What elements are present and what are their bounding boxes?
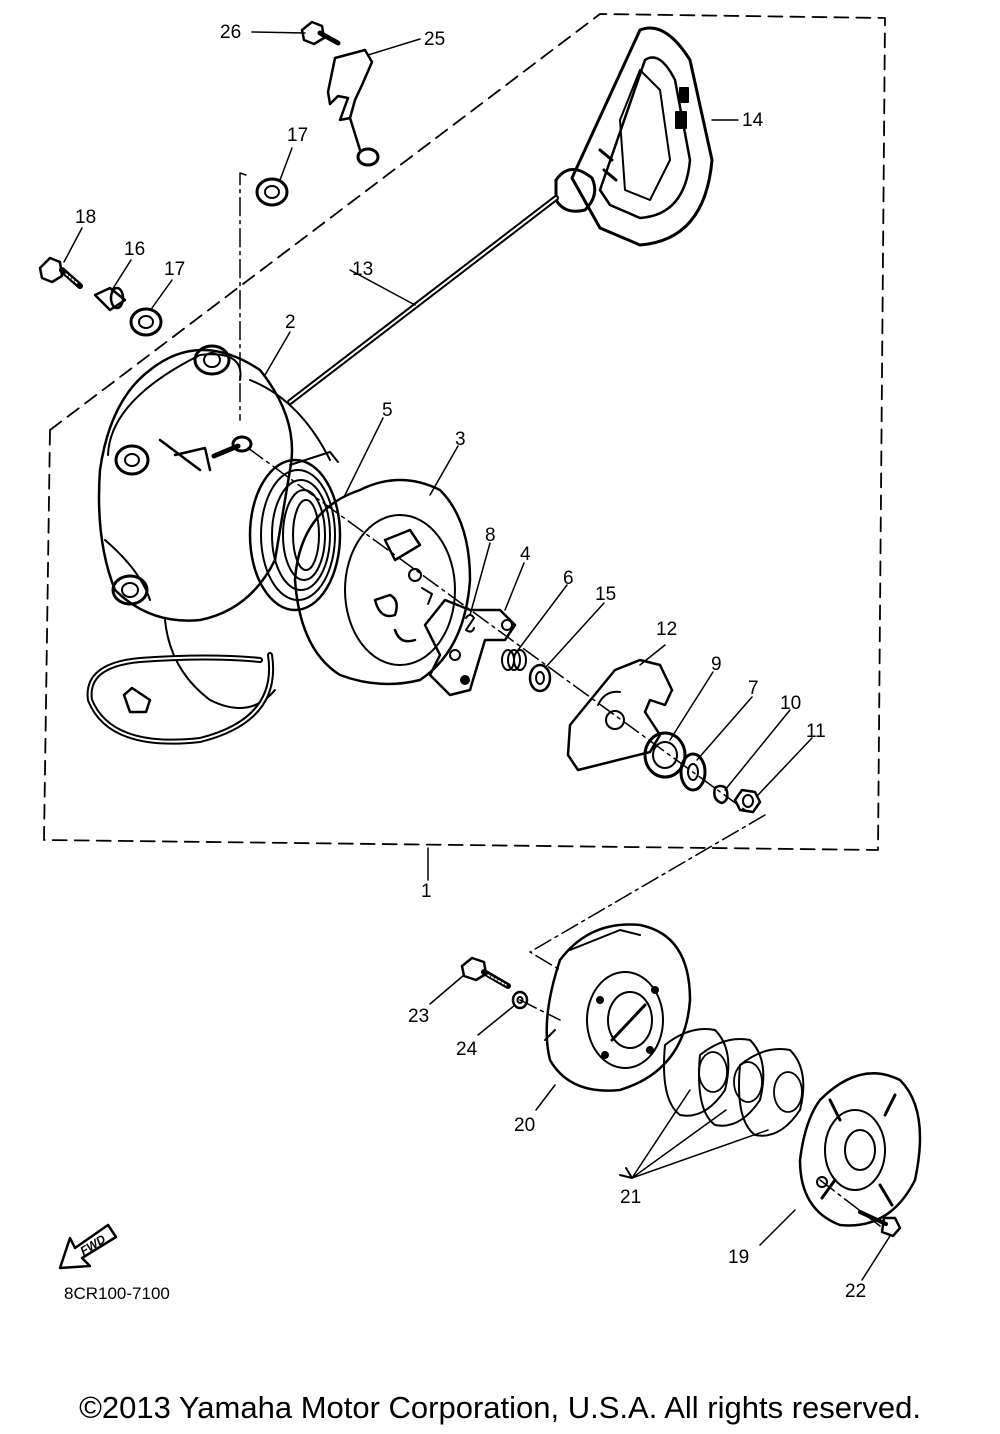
washer-7: [679, 752, 707, 792]
bushing-17-lower: [129, 307, 163, 337]
part-label-9: 9: [711, 654, 722, 675]
nut-11: [733, 788, 762, 814]
part-label-13: 13: [352, 259, 374, 280]
drive-pawl: [423, 598, 517, 697]
part-label-17-lower: 17: [164, 259, 186, 280]
alignment-lines: [239, 172, 881, 1227]
part-label-2: 2: [285, 312, 296, 333]
bushing-17-upper: [255, 177, 289, 207]
friction-plate-9: [643, 731, 687, 779]
part-label-3: 3: [455, 429, 466, 450]
part-label-6: 6: [563, 568, 574, 589]
part-label-5: 5: [382, 400, 393, 421]
bolt-18: [38, 256, 83, 289]
rope-loop: [86, 652, 275, 745]
fwd-label: FWD: [78, 1232, 109, 1259]
part-label-10: 10: [780, 693, 802, 714]
part-label-14: 14: [742, 110, 764, 131]
part-label-15: 15: [595, 584, 617, 605]
part-label-1: 1: [421, 881, 432, 902]
bushing-15: [528, 663, 552, 693]
part-label-4: 4: [520, 544, 531, 565]
part-label-18: 18: [75, 207, 97, 228]
fwd-arrow: FWD: [58, 1223, 118, 1270]
copyright-notice: ©2013 Yamaha Motor Corporation, U.S.A. A…: [79, 1390, 921, 1425]
part-label-26: 26: [220, 22, 242, 43]
part-label-7: 7: [748, 678, 759, 699]
assembly-boundary: [43, 13, 886, 851]
leader-lines: [63, 31, 891, 1281]
starter-rope: [287, 195, 559, 405]
part-label-16: 16: [124, 239, 146, 260]
bracket-25: [326, 48, 380, 167]
washer-24: [511, 990, 529, 1010]
part-label-23: 23: [408, 1006, 430, 1027]
guide-plate: [566, 658, 674, 772]
part-label-12: 12: [656, 619, 678, 640]
part-label-22: 22: [845, 1281, 867, 1302]
part-label-20: 20: [514, 1115, 536, 1136]
plate-19: [798, 1072, 922, 1227]
shims-21: [663, 1028, 805, 1137]
bolt-23: [460, 956, 511, 989]
part-label-19: 19: [728, 1247, 750, 1268]
part-label-11: 11: [806, 721, 826, 742]
part-label-25: 25: [424, 29, 446, 50]
starter-handle: [554, 26, 714, 247]
part-label-24: 24: [456, 1039, 478, 1060]
screw-26: [300, 20, 341, 46]
diagram-code: 8CR100-7100: [64, 1284, 170, 1303]
part-label-17-upper: 17: [287, 125, 309, 146]
part-label-21: 21: [620, 1187, 642, 1208]
spring-6: [501, 649, 527, 671]
drive-cup-20: [544, 923, 692, 1092]
pawl-spring: [465, 614, 475, 633]
collar-16: [93, 286, 127, 312]
part-label-8: 8: [485, 525, 496, 546]
